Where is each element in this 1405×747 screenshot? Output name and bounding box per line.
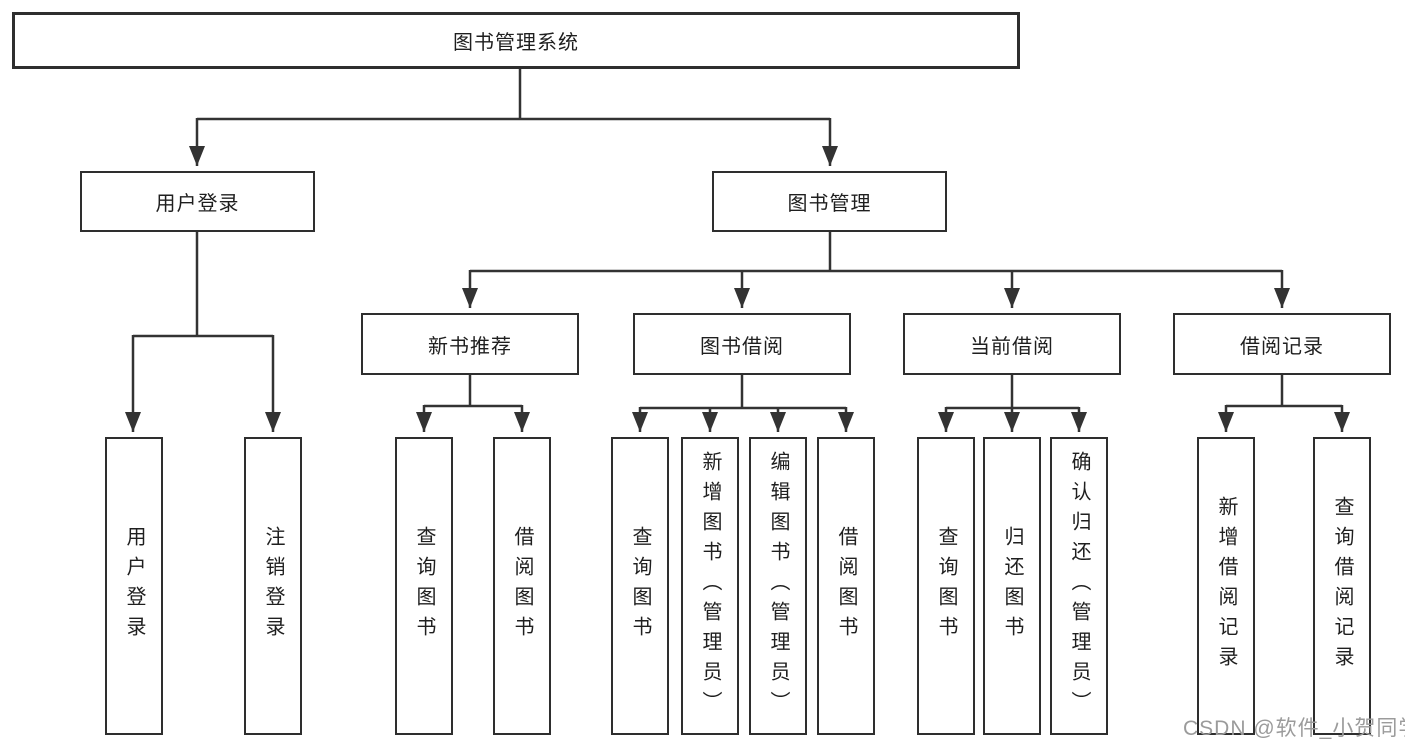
leaf-borrow-book-borrow: 借阅图书: [817, 437, 875, 735]
node-current-borrow: 当前借阅: [903, 313, 1121, 375]
node-new-book-recommend: 新书推荐: [361, 313, 579, 375]
node-user-login: 用户登录: [80, 171, 315, 232]
node-borrow-records: 借阅记录: [1173, 313, 1391, 375]
leaf-query-book-current: 查询图书: [917, 437, 975, 735]
leaf-query-book-borrow: 查询图书: [611, 437, 669, 735]
leaf-logout: 注销登录: [244, 437, 302, 735]
leaf-return-book: 归还图书: [983, 437, 1041, 735]
leaf-add-borrow-record: 新增借阅记录: [1197, 437, 1255, 735]
leaf-user-login: 用户登录: [105, 437, 163, 735]
leaf-borrow-book-recommend: 借阅图书: [493, 437, 551, 735]
leaf-add-book-admin: 新增图书（管理员）: [681, 437, 739, 735]
node-root: 图书管理系统: [12, 12, 1020, 69]
csdn-watermark: CSDN @软件_小贺同学: [1183, 717, 1405, 740]
node-book-borrow: 图书借阅: [633, 313, 851, 375]
leaf-query-book-recommend: 查询图书: [395, 437, 453, 735]
leaf-edit-book-admin: 编辑图书（管理员）: [749, 437, 807, 735]
leaf-confirm-return-admin: 确认归还（管理员）: [1050, 437, 1108, 735]
node-book-management: 图书管理: [712, 171, 947, 232]
leaf-query-borrow-record: 查询借阅记录: [1313, 437, 1371, 735]
